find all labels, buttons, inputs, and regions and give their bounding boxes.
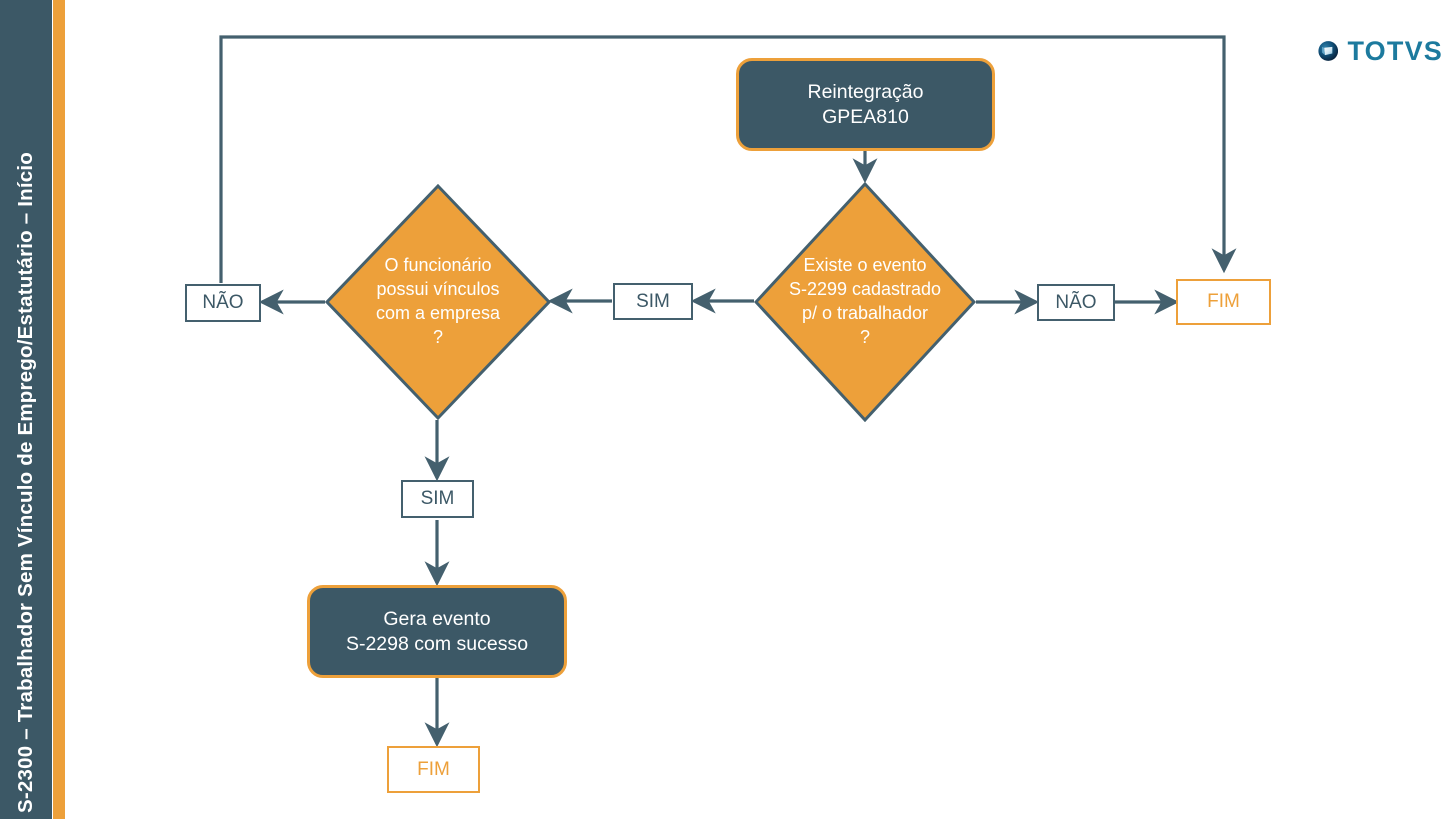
node-decision-vinculos[interactable]: O funcionário possui vínculos com a empr… bbox=[325, 184, 551, 420]
edge-label-sim-down: SIM bbox=[401, 480, 474, 518]
node-decision-s2299[interactable]: Existe o evento S-2299 cadastrado p/ o t… bbox=[754, 182, 976, 422]
sidebar-accent-bar bbox=[53, 0, 65, 819]
decision-diamond-shape bbox=[754, 182, 976, 422]
node-start-process[interactable]: Reintegração GPEA810 bbox=[736, 58, 995, 151]
logo-wordmark: TOTVS bbox=[1347, 35, 1443, 66]
totvs-logo: TOTVS bbox=[1318, 28, 1443, 74]
start-line-1: Reintegração bbox=[807, 80, 924, 103]
edge-label-nao-right: NÃO bbox=[1037, 284, 1115, 321]
node-end-right[interactable]: FIM bbox=[1176, 279, 1271, 325]
edge-label-sim-middle: SIM bbox=[613, 283, 693, 320]
totvs-circle-logo-icon bbox=[1318, 41, 1339, 61]
node-end-bottom[interactable]: FIM bbox=[387, 746, 480, 793]
node-process-gera-evento-label: Gera evento S-2298 com sucesso bbox=[346, 607, 528, 657]
gera-line-2: S-2298 com sucesso bbox=[345, 632, 529, 655]
sidebar-band bbox=[0, 0, 52, 819]
node-start-process-label: Reintegração GPEA810 bbox=[808, 80, 924, 130]
gera-line-1: Gera evento bbox=[383, 607, 491, 630]
decision-diamond-shape bbox=[325, 184, 551, 420]
edge-label-nao-left: NÃO bbox=[185, 284, 261, 322]
node-process-gera-evento[interactable]: Gera evento S-2298 com sucesso bbox=[307, 585, 567, 678]
start-line-2: GPEA810 bbox=[822, 105, 909, 128]
page-title: S-2300 – Trabalhador Sem Vínculo de Empr… bbox=[14, 151, 37, 813]
